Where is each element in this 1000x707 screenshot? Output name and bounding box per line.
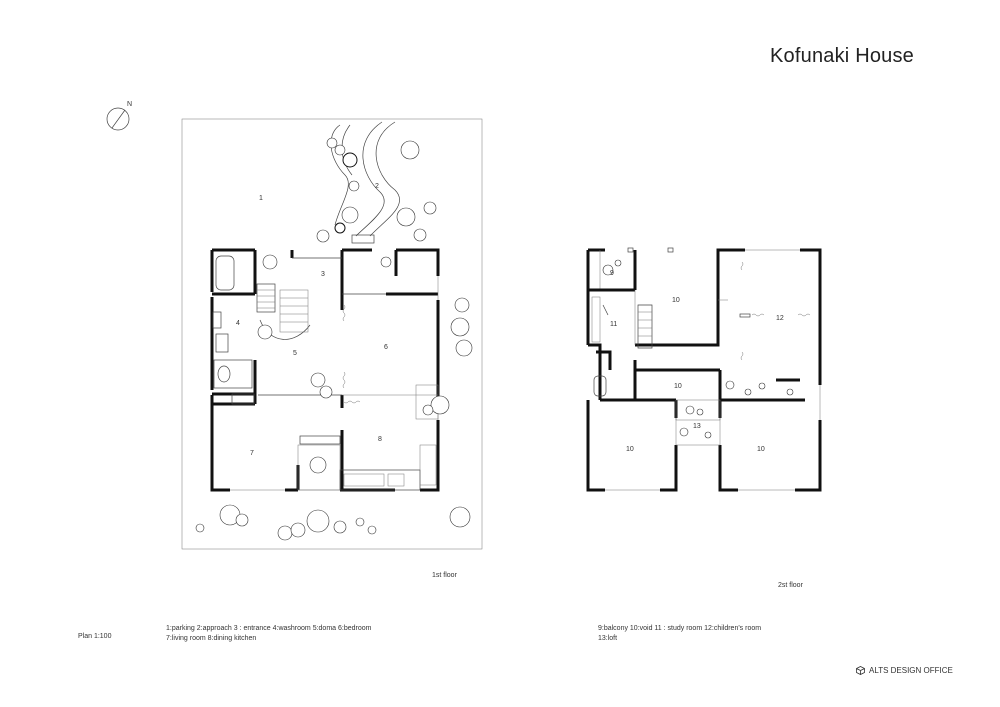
legend-line: 7:living room 8:dining kitchen [166, 635, 257, 642]
svg-text:1: 1 [259, 195, 263, 202]
north-arrow-icon: N [106, 101, 132, 131]
cube-logo-icon [856, 666, 865, 675]
legend-line: 9:balcony 10:void 11 : study room 12:chi… [598, 625, 762, 632]
first-floor-plan: 1 2 3 4 5 6 7 8 [181, 118, 483, 550]
office-credit: ALTS DESIGN OFFICE [856, 666, 953, 675]
second-floor-label: 2st floor [778, 582, 803, 589]
svg-text:11: 11 [610, 321, 617, 328]
drawing-title: Kofunaki House [770, 45, 915, 67]
legend-line: 13:loft [598, 635, 618, 642]
svg-text:7: 7 [250, 450, 254, 457]
svg-text:5: 5 [293, 350, 297, 357]
north-label: N [127, 101, 132, 108]
first-floor-label: 1st floor [432, 572, 457, 579]
tree-icon [602, 259, 794, 439]
svg-text:10: 10 [672, 297, 680, 304]
svg-text:10: 10 [674, 383, 682, 390]
svg-text:3: 3 [321, 271, 325, 278]
tree-icon [195, 137, 473, 541]
svg-text:10: 10 [626, 446, 634, 453]
legend-second-floor: 9:balcony 10:void 11 : study room 12:chi… [598, 624, 761, 644]
svg-text:2: 2 [375, 183, 379, 190]
svg-text:9: 9 [610, 270, 614, 277]
legend-line: 1:parking 2:approach 3 : entrance 4:wash… [166, 625, 372, 632]
site-boundary [181, 118, 483, 550]
office-name: ALTS DESIGN OFFICE [869, 666, 953, 675]
scale-label: Plan 1:100 [78, 633, 112, 640]
svg-text:10: 10 [757, 446, 765, 453]
svg-text:8: 8 [378, 436, 382, 443]
svg-text:12: 12 [776, 315, 784, 322]
approach-path [369, 121, 400, 237]
legend-first-floor: 1:parking 2:approach 3 : entrance 4:wash… [166, 624, 371, 644]
svg-text:4: 4 [236, 320, 240, 327]
second-floor-plan: 9 10 10 11 12 10 13 10 [586, 247, 822, 492]
svg-text:13: 13 [693, 423, 701, 430]
svg-text:6: 6 [384, 344, 388, 351]
